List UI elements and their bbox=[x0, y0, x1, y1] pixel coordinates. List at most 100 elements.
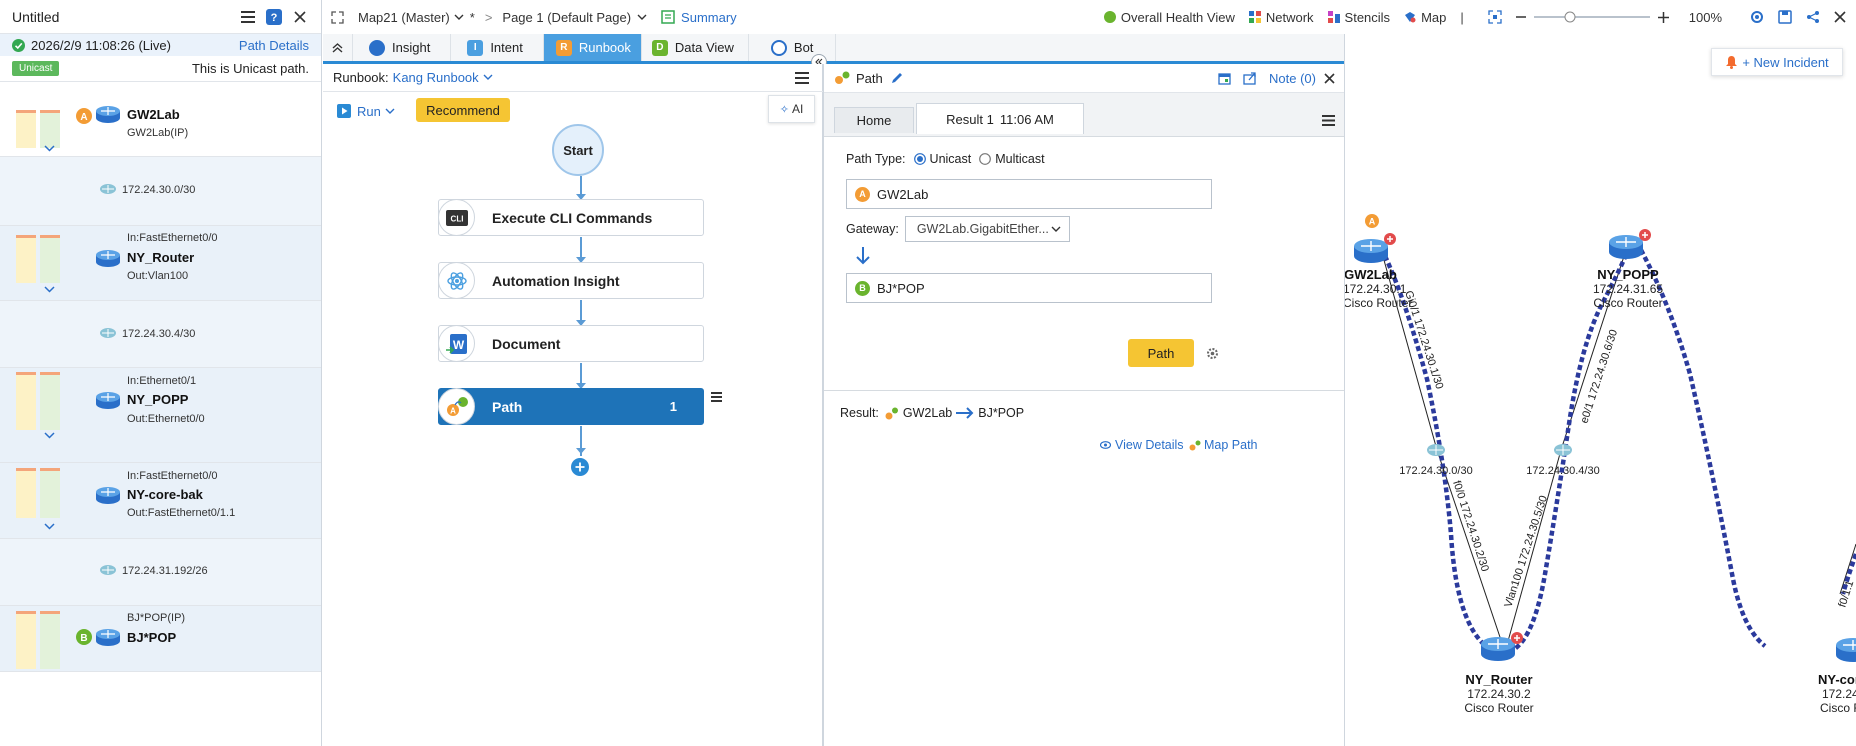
runbook-menu-icon[interactable] bbox=[795, 71, 809, 84]
run-button[interactable]: Run bbox=[337, 100, 395, 122]
view-details-link[interactable]: View Details bbox=[1100, 438, 1184, 452]
calendar-icon[interactable] bbox=[1218, 72, 1231, 85]
tab-insight[interactable]: Insight bbox=[353, 34, 452, 61]
map-name[interactable]: Map21 (Master) bbox=[358, 9, 450, 25]
device-label-gw2lab[interactable]: GW2Lab 172.24.30.1 Cisco Router bbox=[1345, 267, 1412, 310]
start-node[interactable]: Start bbox=[552, 124, 604, 176]
device-label-nycore[interactable]: NY-core-l 172.24.31 Cisco Ro bbox=[1796, 672, 1856, 715]
summary-button[interactable]: Summary bbox=[661, 10, 737, 25]
new-incident-label[interactable]: + New Incident bbox=[1742, 54, 1829, 70]
document-node[interactable]: W Document bbox=[438, 325, 704, 362]
zoom-out-icon[interactable] bbox=[1515, 12, 1526, 22]
tab-result-1[interactable]: Result 1 11:06 AM bbox=[916, 103, 1084, 134]
hop-row[interactable]: In:Ethernet0/1 NY_POPP Out:Ethernet0/0 bbox=[0, 368, 321, 463]
device-name[interactable]: NY_Router bbox=[1465, 672, 1533, 687]
path-panel-menu-icon[interactable] bbox=[1322, 115, 1335, 126]
node-label[interactable]: Automation Insight bbox=[492, 272, 620, 289]
hop-row[interactable]: In:FastEthernet0/0 NY-core-bak Out:FastE… bbox=[0, 463, 321, 539]
node-label[interactable]: Execute CLI Commands bbox=[492, 209, 653, 226]
map-path-label[interactable]: Map Path bbox=[1204, 438, 1258, 452]
expand-chevron-icon[interactable] bbox=[44, 145, 55, 152]
gateway-value[interactable]: GW2Lab.GigabitEther... bbox=[916, 222, 1049, 236]
recommend-button[interactable]: Recommend bbox=[416, 98, 510, 122]
gateway-select[interactable]: GW2Lab.GigabitEther... bbox=[904, 216, 1070, 242]
collapse-panel-icon[interactable] bbox=[323, 34, 353, 61]
hop-name[interactable]: NY_Router bbox=[127, 250, 195, 265]
subnet-row[interactable]: 172.24.30.0/30 bbox=[0, 157, 321, 226]
destination-field[interactable]: B BJ*POP bbox=[846, 273, 1212, 303]
execute-cli-node[interactable]: CLI Execute CLI Commands bbox=[438, 199, 704, 236]
page-name[interactable]: Page 1 (Default Page) bbox=[502, 9, 632, 25]
result-destination[interactable]: BJ*POP bbox=[978, 406, 1025, 420]
expand-chevron-icon[interactable] bbox=[44, 432, 55, 439]
fit-view-icon[interactable] bbox=[1488, 10, 1502, 24]
network-button[interactable]: Network bbox=[1248, 10, 1314, 25]
close-map-icon[interactable] bbox=[1834, 11, 1846, 23]
path-node[interactable]: A Path 1 bbox=[438, 388, 704, 425]
share-icon[interactable] bbox=[1806, 10, 1820, 24]
overall-health-label[interactable]: Overall Health View bbox=[1120, 9, 1235, 25]
new-incident-button[interactable]: + New Incident bbox=[1711, 48, 1843, 76]
note-button[interactable]: Note (0) bbox=[1269, 70, 1316, 86]
menu-icon[interactable] bbox=[237, 6, 259, 28]
add-node-icon[interactable] bbox=[571, 458, 589, 476]
summary-label[interactable]: Summary bbox=[681, 9, 737, 25]
subnet-label[interactable]: 172.24.30.0/30 bbox=[122, 184, 196, 196]
path-details-link[interactable]: Path Details bbox=[238, 37, 309, 53]
unicast-label[interactable]: Unicast bbox=[929, 152, 972, 166]
result-tab-label[interactable]: Result 1 bbox=[946, 111, 994, 127]
source-field[interactable]: A GW2Lab bbox=[846, 179, 1212, 209]
tab-label[interactable]: Intent bbox=[490, 40, 523, 55]
page-selector[interactable]: Page 1 (Default Page) bbox=[502, 10, 647, 25]
stencils-label[interactable]: Stencils bbox=[1344, 9, 1391, 25]
tab-label[interactable]: Data View bbox=[674, 40, 734, 55]
hop-name[interactable]: NY-core-bak bbox=[127, 487, 203, 502]
map-selector[interactable]: Map21 (Master) bbox=[358, 10, 464, 25]
runbook-name[interactable]: Kang Runbook bbox=[392, 70, 479, 85]
hop-name[interactable]: GW2Lab bbox=[127, 107, 180, 122]
path-node-menu-icon[interactable] bbox=[711, 392, 722, 402]
map-path-link[interactable]: Map Path bbox=[1189, 438, 1258, 452]
hop-row[interactable]: In:FastEthernet0/0 NY_Router Out:Vlan100 bbox=[0, 226, 321, 301]
automation-insight-node[interactable]: Automation Insight bbox=[438, 262, 704, 299]
path-button[interactable]: Path bbox=[1128, 339, 1194, 367]
device-name[interactable]: GW2Lab bbox=[1345, 267, 1397, 282]
map-label[interactable]: Map bbox=[1421, 9, 1447, 25]
unicast-radio[interactable] bbox=[913, 153, 926, 165]
hop-row[interactable]: BJ*POP(IP) B BJ*POP bbox=[0, 606, 321, 672]
subnet-row[interactable]: 172.24.31.192/26 bbox=[0, 539, 321, 606]
multicast-label[interactable]: Multicast bbox=[995, 152, 1045, 166]
fullscreen-icon[interactable] bbox=[331, 10, 344, 24]
topology-map[interactable]: + New Incident A Gi0/1 172.24.30.1/30 f0… bbox=[1345, 34, 1856, 746]
settings-icon[interactable] bbox=[1750, 10, 1764, 24]
tab-label[interactable]: Insight bbox=[392, 40, 431, 55]
overall-health-button[interactable]: Overall Health View bbox=[1103, 9, 1235, 25]
destination-value[interactable]: BJ*POP bbox=[877, 280, 925, 296]
subnet-label[interactable]: 172.24.30.4/30 bbox=[122, 328, 196, 340]
ai-button[interactable]: ✧AI bbox=[768, 95, 815, 123]
close-icon[interactable] bbox=[289, 6, 311, 28]
help-icon[interactable]: ? bbox=[263, 6, 285, 28]
view-details-label[interactable]: View Details bbox=[1115, 438, 1184, 452]
map-button[interactable]: Map bbox=[1404, 10, 1446, 25]
subnet-row[interactable]: 172.24.30.4/30 bbox=[0, 301, 321, 368]
node-label[interactable]: Document bbox=[492, 335, 561, 352]
ai-label[interactable]: AI bbox=[791, 102, 804, 116]
edit-pencil-icon[interactable] bbox=[891, 72, 903, 84]
save-icon[interactable] bbox=[1778, 10, 1792, 24]
close-path-icon[interactable] bbox=[1324, 72, 1335, 84]
hop-name[interactable]: BJ*POP bbox=[127, 630, 177, 645]
expand-chevron-icon[interactable] bbox=[44, 286, 55, 293]
device-name[interactable]: NY-core-l bbox=[1818, 672, 1856, 687]
expand-chevron-icon[interactable] bbox=[44, 523, 55, 530]
tab-label[interactable]: Runbook bbox=[578, 40, 631, 55]
hop-row[interactable]: A GW2Lab GW2Lab(IP) bbox=[0, 85, 321, 157]
path-settings-icon[interactable] bbox=[1206, 347, 1219, 360]
run-label[interactable]: Run bbox=[357, 103, 381, 119]
tab-bot[interactable]: Bot bbox=[749, 34, 837, 61]
multicast-radio[interactable] bbox=[979, 153, 992, 165]
device-label-nyrouter[interactable]: NY_Router 172.24.30.2 Cisco Router bbox=[1462, 672, 1536, 715]
